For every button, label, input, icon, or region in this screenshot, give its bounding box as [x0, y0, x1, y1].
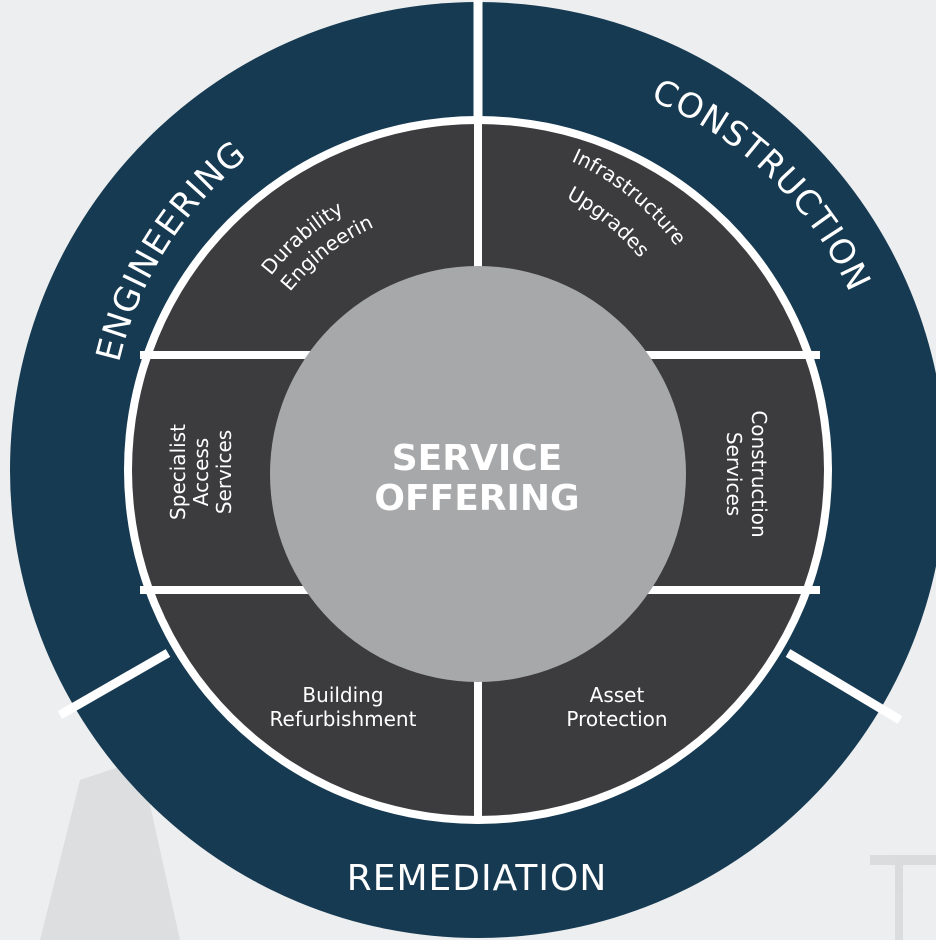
segment-specialist-access-services: Specialist Access Services	[166, 424, 236, 520]
segment-asset-protection: Asset Protection	[566, 683, 667, 731]
outer-ring-dividers	[57, 0, 903, 724]
segment-label-line: Asset	[590, 683, 645, 707]
segment-label-line: Services	[212, 430, 236, 514]
segment-label-line: Refurbishment	[270, 707, 417, 731]
core-circle	[270, 266, 686, 682]
segment-label-line: Specialist	[166, 424, 190, 520]
segment-label-line: Access	[189, 438, 213, 506]
core-title-line2: OFFERING	[374, 478, 579, 519]
background-silhouette	[40, 760, 936, 940]
core-title-line1: SERVICE	[392, 438, 563, 479]
segment-label-line: Building	[302, 683, 383, 707]
segment-building-refurbishment: Building Refurbishment	[270, 683, 417, 731]
segment-label-line: Services	[722, 432, 746, 516]
segment-construction-services: Construction Services	[722, 410, 771, 537]
segment-label-line: Protection	[566, 707, 667, 731]
remediation-label: REMEDIATION	[347, 858, 608, 899]
segment-label-line: Construction	[747, 410, 771, 537]
